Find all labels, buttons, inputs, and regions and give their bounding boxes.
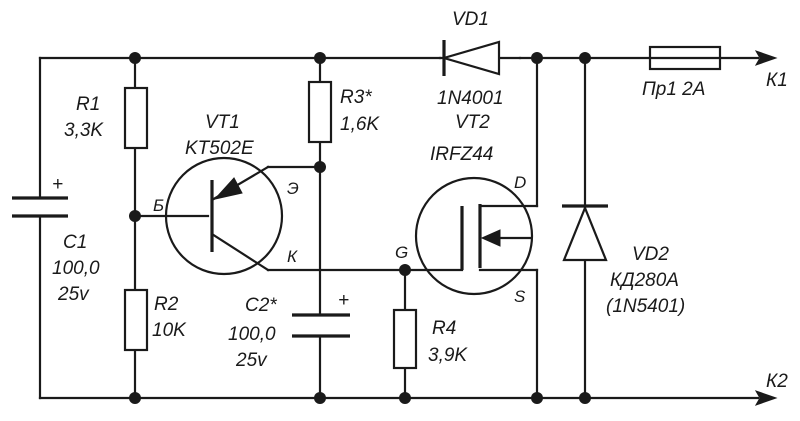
c2-voltage: 25v (235, 350, 268, 371)
capacitor-c2 (292, 313, 350, 338)
junction-dot (531, 392, 543, 404)
c1-value: 100,0 (52, 258, 100, 279)
junctions (129, 52, 591, 404)
junction-dot (399, 264, 411, 276)
vd2-alt: (1N5401) (606, 296, 685, 317)
c2-polarity: + (338, 290, 349, 311)
c1-ref: C1 (63, 232, 87, 253)
vd1-part: 1N4001 (437, 88, 504, 109)
capacitor-c1 (12, 196, 68, 218)
resistor-r1 (123, 86, 149, 150)
c2-value: 100,0 (228, 324, 276, 345)
vd1-ref: VD1 (452, 9, 489, 30)
terminal-k1: К1 (766, 70, 788, 91)
c2-ref: C2* (245, 295, 277, 316)
vd2-ref: VD2 (632, 244, 669, 265)
junction-dot (579, 392, 591, 404)
vt2-pin-drain: D (514, 173, 526, 192)
r4-ref: R4 (432, 318, 456, 339)
fuse-label: Пр1 2А (642, 79, 705, 100)
vt2-channel-arrow (480, 229, 501, 247)
vt2-ref: VT2 (455, 112, 490, 133)
vt2-part: IRFZ44 (430, 144, 493, 165)
r3-value: 1,6K (340, 114, 380, 135)
terminal-arrows (754, 50, 778, 406)
r3-ref: R3* (340, 87, 372, 108)
vt1-pin-base: Б (153, 196, 164, 215)
r1-ref: R1 (76, 94, 100, 115)
junction-dot (129, 392, 141, 404)
junction-dot (314, 161, 326, 173)
terminal-k2: К2 (766, 371, 788, 392)
vt1-emitter-arrow (213, 177, 243, 200)
c1-polarity: + (52, 174, 63, 195)
vd2-part: КД280А (610, 270, 679, 291)
vt2-pin-source: S (514, 287, 526, 306)
vt2-pin-gate: G (395, 243, 408, 262)
junction-dot (129, 52, 141, 64)
r2-value: 10K (152, 320, 187, 341)
mosfet-vt2 (403, 176, 539, 296)
diode-vd2 (562, 204, 608, 262)
resistor-r4 (392, 308, 418, 370)
k1-arrow (754, 50, 778, 66)
c1-voltage: 25v (57, 284, 90, 305)
junction-dot (579, 52, 591, 64)
junction-dot (129, 210, 141, 222)
k2-arrow (754, 390, 778, 406)
r4-value: 3,9K (428, 345, 468, 366)
vt1-ref: VT1 (205, 112, 240, 133)
junction-dot (314, 52, 326, 64)
resistor-r3 (307, 80, 333, 144)
junction-dot (531, 52, 543, 64)
vt1-part: KT502E (185, 138, 254, 159)
junction-dot (314, 392, 326, 404)
vt1-pin-collector: К (287, 247, 298, 266)
r2-ref: R2 (154, 294, 179, 315)
transistor-vt1 (164, 156, 284, 276)
r1-value: 3,3K (64, 120, 104, 141)
junction-dot (399, 392, 411, 404)
vt1-pin-emitter: Э (287, 179, 299, 198)
resistor-r2 (123, 288, 149, 352)
diode-vd1 (438, 40, 522, 76)
